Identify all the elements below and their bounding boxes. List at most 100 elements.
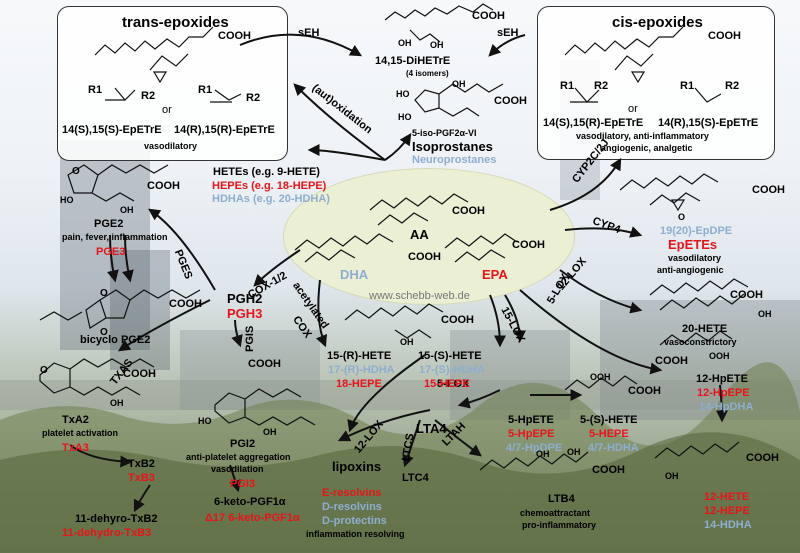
- hpete12-hpete: 12-HpETE: [696, 373, 748, 385]
- hete5-hdha: 4/7-HDHA: [588, 442, 639, 454]
- cis-or: or: [628, 103, 638, 115]
- hete20-cooh: COOH: [730, 289, 763, 301]
- hete12-hdha: 14-HDHA: [704, 519, 752, 531]
- trans-epoxides-box: [57, 6, 288, 161]
- ltb4-oh2: OH: [567, 447, 581, 457]
- keto-pgf1a: 6-keto-PGF1α: [214, 496, 286, 508]
- d-protectins: D-protectins: [322, 515, 387, 527]
- hete5-hepe: 5-HEPE: [589, 428, 629, 440]
- cis-title: cis-epoxides: [612, 14, 703, 31]
- trans-r1-b: R1: [198, 84, 213, 96]
- cis-r2-b: R2: [725, 80, 740, 92]
- hpete5-cooh: COOH: [628, 385, 661, 397]
- pge2-o: O: [72, 166, 80, 177]
- epdpe-o: O: [678, 212, 686, 222]
- hete15-r-hepe: 18-HEPE: [336, 378, 382, 390]
- ltb4-act1: chemoattractant: [520, 508, 591, 518]
- pge2-ho: HO: [60, 195, 74, 205]
- epdpe-cooh: COOH: [752, 184, 785, 196]
- hete12-cooh: COOH: [746, 452, 779, 464]
- pgi-oh: OH: [263, 427, 277, 437]
- lipoxins-activity: inflammation resolving: [306, 529, 405, 539]
- center-website[interactable]: www.schebb-web.de: [369, 290, 470, 302]
- ltb4: LTB4: [548, 493, 575, 505]
- center-aa: AA: [410, 227, 429, 242]
- trans-or: or: [162, 104, 172, 116]
- cis-r1-b: R1: [680, 80, 695, 92]
- dihetre-sub: (4 isomers): [406, 69, 449, 78]
- pgi3: PGI3: [230, 478, 256, 490]
- hpete12-ooh: OOH: [709, 351, 730, 361]
- txb3: TxB3: [128, 472, 155, 484]
- iso-title: Isoprostanes: [412, 139, 493, 154]
- pgh2: PGH2: [227, 291, 263, 306]
- txa2: TxA2: [62, 414, 89, 426]
- dehydro-txb3: 11-dehydro-TxB3: [62, 527, 152, 539]
- center-cooh-epa: COOH: [512, 239, 545, 251]
- trans-cooh: COOH: [218, 30, 251, 42]
- epoxide-marks: [152, 71, 686, 212]
- iso-cooh: COOH: [494, 95, 527, 107]
- hete15-cooh: COOH: [441, 314, 474, 326]
- hete15-r-hdha: 17-(R)-HDHA: [328, 364, 395, 376]
- hpete5-ooh: OOH: [590, 372, 611, 382]
- cis-iso2: 14(R),15(S)-EpETrE: [658, 117, 759, 129]
- hete20-activity: vasoconstrictory: [664, 337, 737, 347]
- iso-oh: OH: [452, 79, 466, 89]
- hpete12-hpdha: 14-HpDHA: [699, 401, 754, 413]
- hete20-oh: OH: [758, 309, 772, 319]
- trans-r2-a: R2: [141, 90, 156, 102]
- hetes-line3: HDHAs (e.g. 20-HDHA): [212, 193, 330, 205]
- cis-activity2: angiogenic, analgetic: [601, 143, 693, 153]
- dihetre-oh2: OH: [430, 40, 444, 50]
- trans-title: trans-epoxides: [122, 14, 229, 31]
- bicyclo-name: bicyclo PGE2: [80, 334, 151, 346]
- bicyclo-o: O: [100, 288, 108, 299]
- hete15-oh: OH: [400, 337, 414, 347]
- hete5-hete: 5-(S)-HETE: [580, 414, 638, 426]
- ltb4-cooh: COOH: [592, 464, 625, 476]
- ltb4-act2: pro-inflammatory: [522, 520, 597, 530]
- hpete12-cooh: COOH: [655, 355, 688, 367]
- cis-iso1: 14(S),15(R)-EpETrE: [543, 117, 644, 129]
- bicyclo-o2: O: [100, 327, 108, 338]
- trans-r2-b: R2: [246, 92, 261, 104]
- center-dha: DHA: [340, 267, 369, 282]
- lipoxins: lipoxins: [332, 459, 382, 474]
- txa-cooh: COOH: [123, 368, 156, 380]
- pgi-act1: anti-platelet aggregation: [186, 452, 291, 462]
- iso-neuro: Neuroprostanes: [412, 154, 497, 166]
- pge2-oh: OH: [120, 205, 134, 215]
- reaction-arrows: [69, 33, 728, 513]
- hetes-line1: HETEs (e.g. 9-HETE): [213, 166, 320, 178]
- hete15-s-hdha: 17-(S)-HDHA: [419, 364, 485, 376]
- hete12-oh: OH: [665, 471, 679, 481]
- hete12-hete: 12-HETE: [704, 491, 750, 503]
- center-ellipse: [283, 168, 575, 305]
- trans-iso1: 14(S),15(S)-EpETrE: [62, 124, 162, 136]
- epdpe-act2: anti-angiogenic: [657, 265, 724, 275]
- hete20-name: 20-HETE: [682, 323, 728, 335]
- center-cooh-dha: COOH: [408, 251, 441, 263]
- hete15-s-hepe: 15-HEPE: [424, 378, 470, 390]
- hpete5-hpdhe: 4/7-HpDPE: [506, 442, 563, 454]
- enzyme-pgis: PGIS: [244, 325, 256, 352]
- dihetre-cooh: COOH: [472, 10, 505, 22]
- e-resolvins: E-resolvins: [322, 487, 382, 499]
- hpete5-hpete: 5-HpETE: [508, 414, 554, 426]
- hpete12-hpepe: 12-HpEPE: [697, 387, 750, 399]
- pgi-act2: vasodilation: [211, 464, 264, 474]
- txa-activity: platelet activation: [42, 428, 119, 438]
- iso-name: 5-iso-PGF2α-VI: [412, 128, 477, 138]
- pge2-name: PGE2: [94, 218, 124, 230]
- delta-keto-pgf1a: Δ17 6-keto-PGF1α: [205, 512, 300, 524]
- txa-oh: OH: [110, 398, 124, 408]
- dihetre-oh1: OH: [398, 38, 412, 48]
- trans-iso2: 14(R),15(R)-EpETrE: [174, 124, 275, 136]
- cis-r1-a: R1: [560, 80, 575, 92]
- center-epa: EPA: [482, 267, 508, 282]
- ltb4-oh1: OH: [536, 449, 550, 459]
- d-resolvins: D-resolvins: [322, 501, 382, 513]
- pgi-ho: HO: [198, 416, 212, 426]
